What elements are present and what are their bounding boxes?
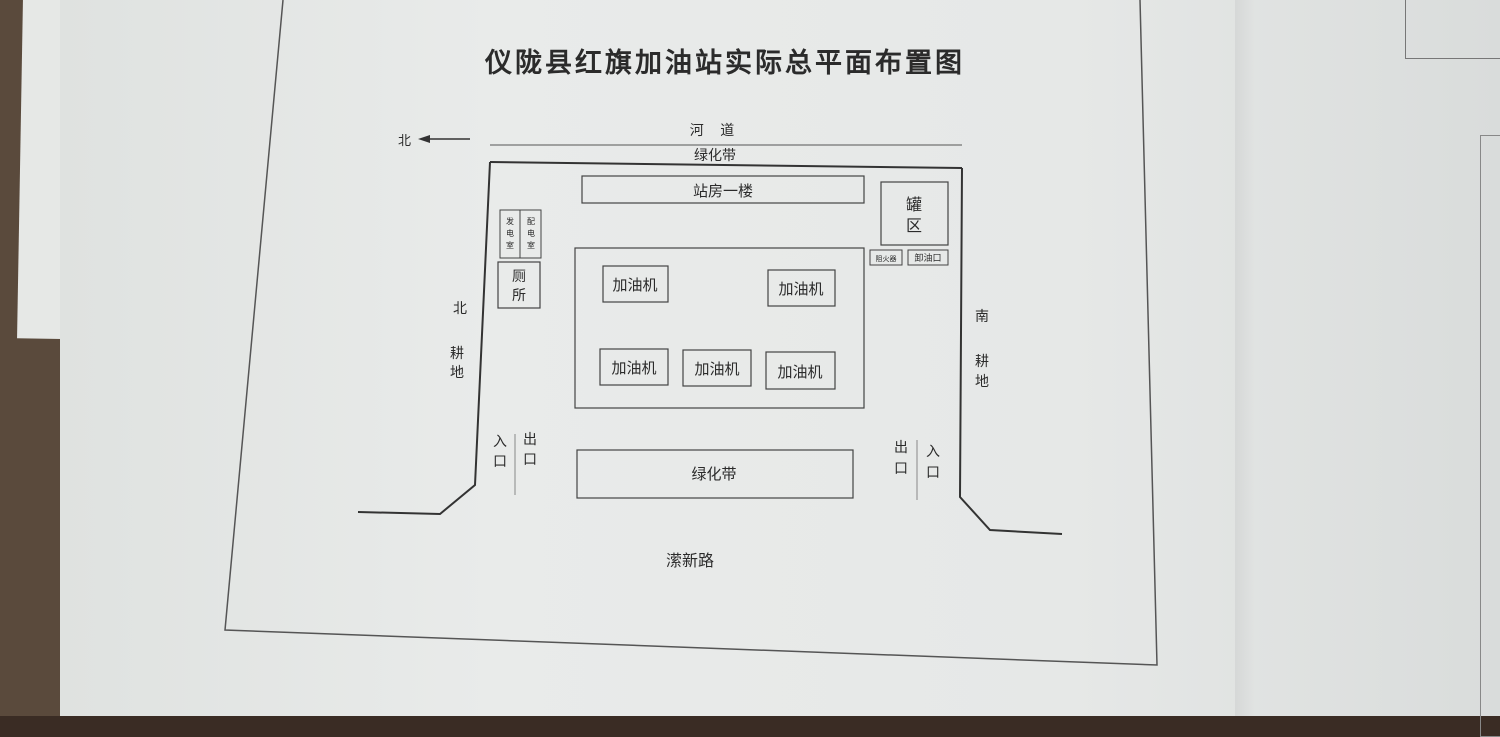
fuel-pump-2-label: 加油机 bbox=[778, 280, 823, 298]
fuel-pump-2-box bbox=[767, 269, 836, 307]
right-exit-label-1: 出 bbox=[894, 440, 908, 456]
station-house-label: 站房一楼 bbox=[693, 182, 753, 200]
north-arrow-head bbox=[418, 135, 430, 143]
right-entry-label-2: 口 bbox=[926, 465, 940, 481]
fuel-pump-3-label: 加油机 bbox=[611, 359, 656, 377]
site-boundary-top bbox=[489, 161, 963, 169]
south-farmland-label-2: 耕 bbox=[975, 353, 989, 370]
fuel-pump-3-box bbox=[599, 348, 669, 386]
right-exit-label-2: 口 bbox=[894, 461, 908, 477]
north-arrow-label: 北 bbox=[398, 134, 411, 149]
bottom-green-belt-label: 绿化带 bbox=[691, 465, 736, 483]
generator-room-label-3: 室 bbox=[506, 240, 514, 250]
road-label: 潆新路 bbox=[666, 551, 714, 570]
left-exit-label-2: 口 bbox=[523, 452, 537, 468]
fuel-pump-5-box bbox=[765, 351, 836, 390]
site-boundary-right bbox=[958, 167, 1063, 535]
fuel-pump-4-label: 加油机 bbox=[694, 360, 739, 378]
toilet-label-1: 厕 bbox=[512, 269, 526, 285]
tank-area-label-2: 区 bbox=[906, 216, 922, 235]
left-exit-label-1: 出 bbox=[523, 432, 537, 448]
generator-room-label-1: 发 bbox=[506, 216, 514, 226]
fuel-pump-4-box bbox=[682, 349, 752, 387]
tank-area-label-1: 罐 bbox=[906, 195, 922, 214]
flame-arrester-label: 阻火器 bbox=[876, 254, 897, 263]
fuelling-canopy bbox=[574, 247, 865, 409]
diagram-title: 仪陇县红旗加油站实际总平面布置图 bbox=[484, 47, 965, 79]
station-house-box bbox=[581, 175, 865, 204]
north-farmland-label-3: 地 bbox=[450, 365, 464, 381]
left-entry-label-2: 口 bbox=[493, 454, 507, 470]
north-farmland-label-1: 北 bbox=[453, 301, 467, 317]
next-page-frame bbox=[1405, 0, 1500, 59]
tank-area-box bbox=[880, 181, 949, 246]
right-entry-label-1: 入 bbox=[926, 444, 940, 460]
flame-arrester-box bbox=[869, 249, 903, 266]
distribution-room-label-1: 配 bbox=[527, 217, 535, 226]
unloading-port-label: 卸油口 bbox=[914, 252, 941, 264]
unloading-port-box bbox=[907, 249, 949, 266]
site-boundary-left bbox=[357, 161, 491, 516]
site-plan-diagram: 仪陇县红旗加油站实际总平面布置图 北 河 道 绿化带 站房一楼 罐 区 阻火器 … bbox=[224, 0, 1158, 666]
paper-page bbox=[60, 0, 1500, 716]
toilet-label-2: 所 bbox=[512, 288, 526, 304]
bottom-green-belt-box bbox=[576, 449, 854, 499]
generator-room-label-2: 电 bbox=[506, 228, 514, 238]
left-entry-label-1: 入 bbox=[493, 434, 507, 450]
fuel-pump-1-label: 加油机 bbox=[612, 276, 657, 294]
fuel-pump-1-box bbox=[602, 265, 669, 303]
south-farmland-label-1: 南 bbox=[975, 309, 989, 325]
drawing-frame bbox=[224, 0, 1158, 666]
top-green-belt-label: 绿化带 bbox=[694, 148, 736, 164]
toilet-box bbox=[497, 261, 541, 309]
fuel-pump-5-label: 加油机 bbox=[777, 363, 822, 381]
river-label: 河 道 bbox=[690, 123, 740, 139]
distribution-room-box bbox=[519, 209, 542, 259]
distribution-room-label-2: 电 bbox=[527, 228, 535, 238]
distribution-room-label-3: 室 bbox=[527, 240, 535, 250]
page-fold bbox=[1235, 0, 1255, 716]
south-farmland-label-3: 地 bbox=[975, 374, 989, 390]
north-farmland-label-2: 耕 bbox=[450, 345, 464, 362]
